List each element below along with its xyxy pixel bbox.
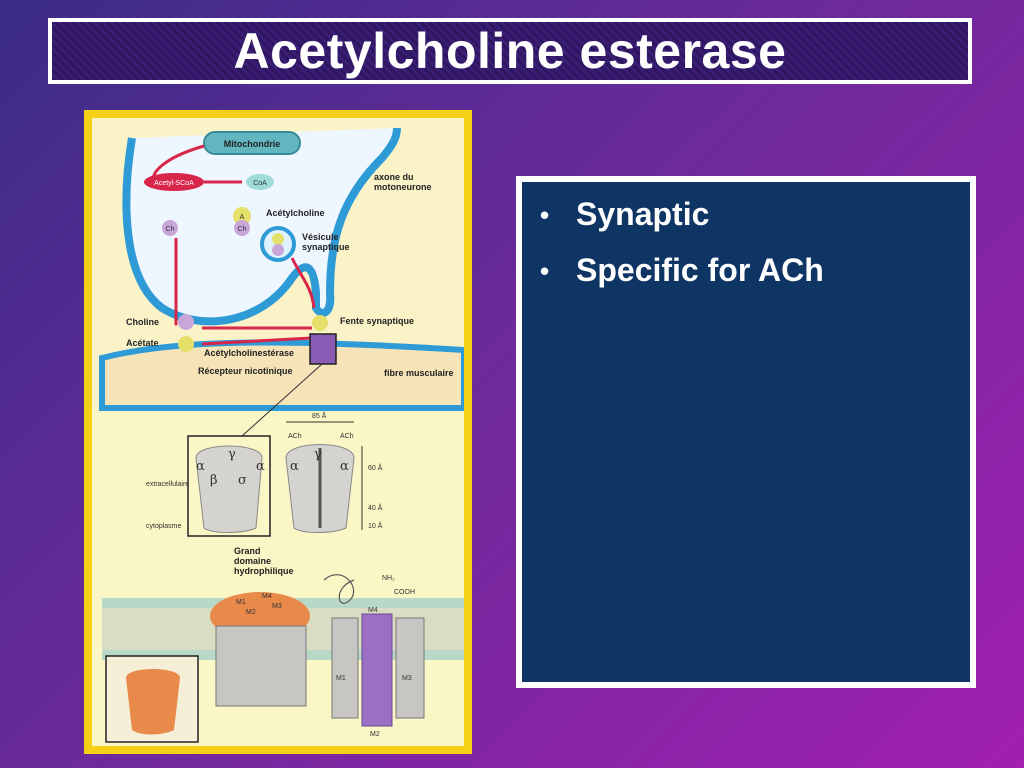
inset-receptor <box>126 669 180 735</box>
greek-sigma: σ <box>238 473 247 488</box>
label-axone-2: motoneurone <box>374 182 432 192</box>
figure-frame: Mitochondrie Acetyl-SCoA CoA A Ch Acétyl… <box>84 110 472 754</box>
bullet-item: • Synaptic <box>540 196 952 234</box>
label-coa: CoA <box>253 180 267 187</box>
label-dim40: 40 Å <box>368 503 383 512</box>
choline-circle-bottom <box>178 314 194 330</box>
acetyl-scoa-shape <box>144 173 204 191</box>
slide-title: Acetylcholine esterase <box>233 23 787 79</box>
acetyl-circle <box>233 207 251 225</box>
label-acetylcholine: Acétylcholine <box>266 208 325 218</box>
label-m1: M1 <box>336 675 346 682</box>
label-axone: axone du <box>374 172 414 182</box>
bullet-text: Specific for ACh <box>576 252 824 288</box>
label-m2-top: M2 <box>246 609 256 616</box>
title-bar: Acetylcholine esterase <box>48 18 972 84</box>
label-fibre: fibre musculaire <box>384 368 454 378</box>
label-m4: M4 <box>368 607 378 614</box>
transmembrane-bundle <box>215 625 307 707</box>
label-grand-3: hydrophilique <box>234 566 294 576</box>
label-dim60: 60 Å <box>368 463 383 472</box>
choline-circle-left <box>162 220 178 236</box>
label-cyto: cytoplasme <box>146 523 182 530</box>
zoom-line <box>241 363 323 437</box>
ach-in-cleft <box>312 315 328 331</box>
arrow-mito <box>152 144 205 179</box>
label-recepteur: Récepteur nicotinique <box>198 366 293 376</box>
label-acetate: Acétate <box>126 338 159 348</box>
coa-shape <box>246 174 274 190</box>
mitochondria-shape <box>203 131 301 155</box>
choline-circle <box>234 220 250 236</box>
label-vesicule: Vésicule <box>302 232 339 242</box>
label-ch-1: Ch <box>238 226 247 233</box>
label-ache: Acétylcholinestérase <box>204 348 294 358</box>
label-vesicule-2: synaptique <box>302 242 350 252</box>
label-cooh: COOH <box>394 589 415 596</box>
synapse-illustration: Mitochondrie Acetyl-SCoA CoA A Ch Acétyl… <box>92 118 464 743</box>
label-m4-top: M4 <box>262 593 272 600</box>
label-ch-2: Ch <box>166 226 175 233</box>
greek-alpha-right: α <box>256 459 265 474</box>
label-ach-right: ACh <box>340 433 354 440</box>
acetate-circle <box>178 336 194 352</box>
bullet-panel: • Synaptic • Specific for ACh <box>516 176 976 688</box>
vesicle-a <box>272 233 284 245</box>
bullet-item: • Specific for ACh <box>540 252 952 290</box>
greek-beta: β <box>210 473 218 488</box>
helix-m2 <box>361 613 393 727</box>
bullet-dot-icon: • <box>540 256 550 286</box>
label-mitochondrie: Mitochondrie <box>224 139 281 149</box>
label-dim85: 85 Å <box>312 411 327 420</box>
bullet-list: • Synaptic • Specific for ACh <box>540 196 952 290</box>
bullet-panel-inner: • Synaptic • Specific for ACh <box>522 182 970 682</box>
synapse-diagram: Mitochondrie Acetyl-SCoA CoA A Ch Acétyl… <box>92 118 464 746</box>
muscle-membrane <box>99 339 464 411</box>
greek-alpha-left: α <box>196 459 205 474</box>
label-choline: Choline <box>126 317 159 327</box>
label-a-1: A <box>240 214 245 221</box>
label-m2: M2 <box>370 731 380 738</box>
greek-gamma: γ <box>228 447 236 462</box>
greek-alpha-sec-right: α <box>340 459 349 474</box>
bullet-dot-icon: • <box>540 200 550 230</box>
label-ach-left: ACh <box>288 433 302 440</box>
label-grand-2: domaine <box>234 556 271 566</box>
greek-gamma-sec: γ <box>314 447 322 462</box>
arrow-acetate <box>201 336 313 346</box>
label-fente: Fente synaptique <box>340 316 414 326</box>
label-extracell: extracellulaire <box>146 481 189 488</box>
label-m3: M3 <box>402 675 412 682</box>
bullet-text: Synaptic <box>576 196 710 232</box>
label-grand-1: Grand <box>234 546 261 556</box>
receptor-3d <box>195 445 263 533</box>
label-m3-top: M3 <box>272 603 282 610</box>
label-acetyl-scoa: Acetyl-SCoA <box>154 180 194 187</box>
zoom-box <box>187 435 271 537</box>
greek-alpha-sec-left: α <box>290 459 299 474</box>
vesicle-ch <box>272 244 284 256</box>
receptor-box <box>309 333 337 365</box>
label-nh2: NH₂ <box>382 575 395 582</box>
arrow-release <box>290 257 316 309</box>
helix-m1 <box>331 617 359 719</box>
label-m1-top: M1 <box>236 599 246 606</box>
label-dim10: 10 Å <box>368 521 383 530</box>
loop-chain <box>323 574 355 604</box>
helix-m3 <box>395 617 425 719</box>
